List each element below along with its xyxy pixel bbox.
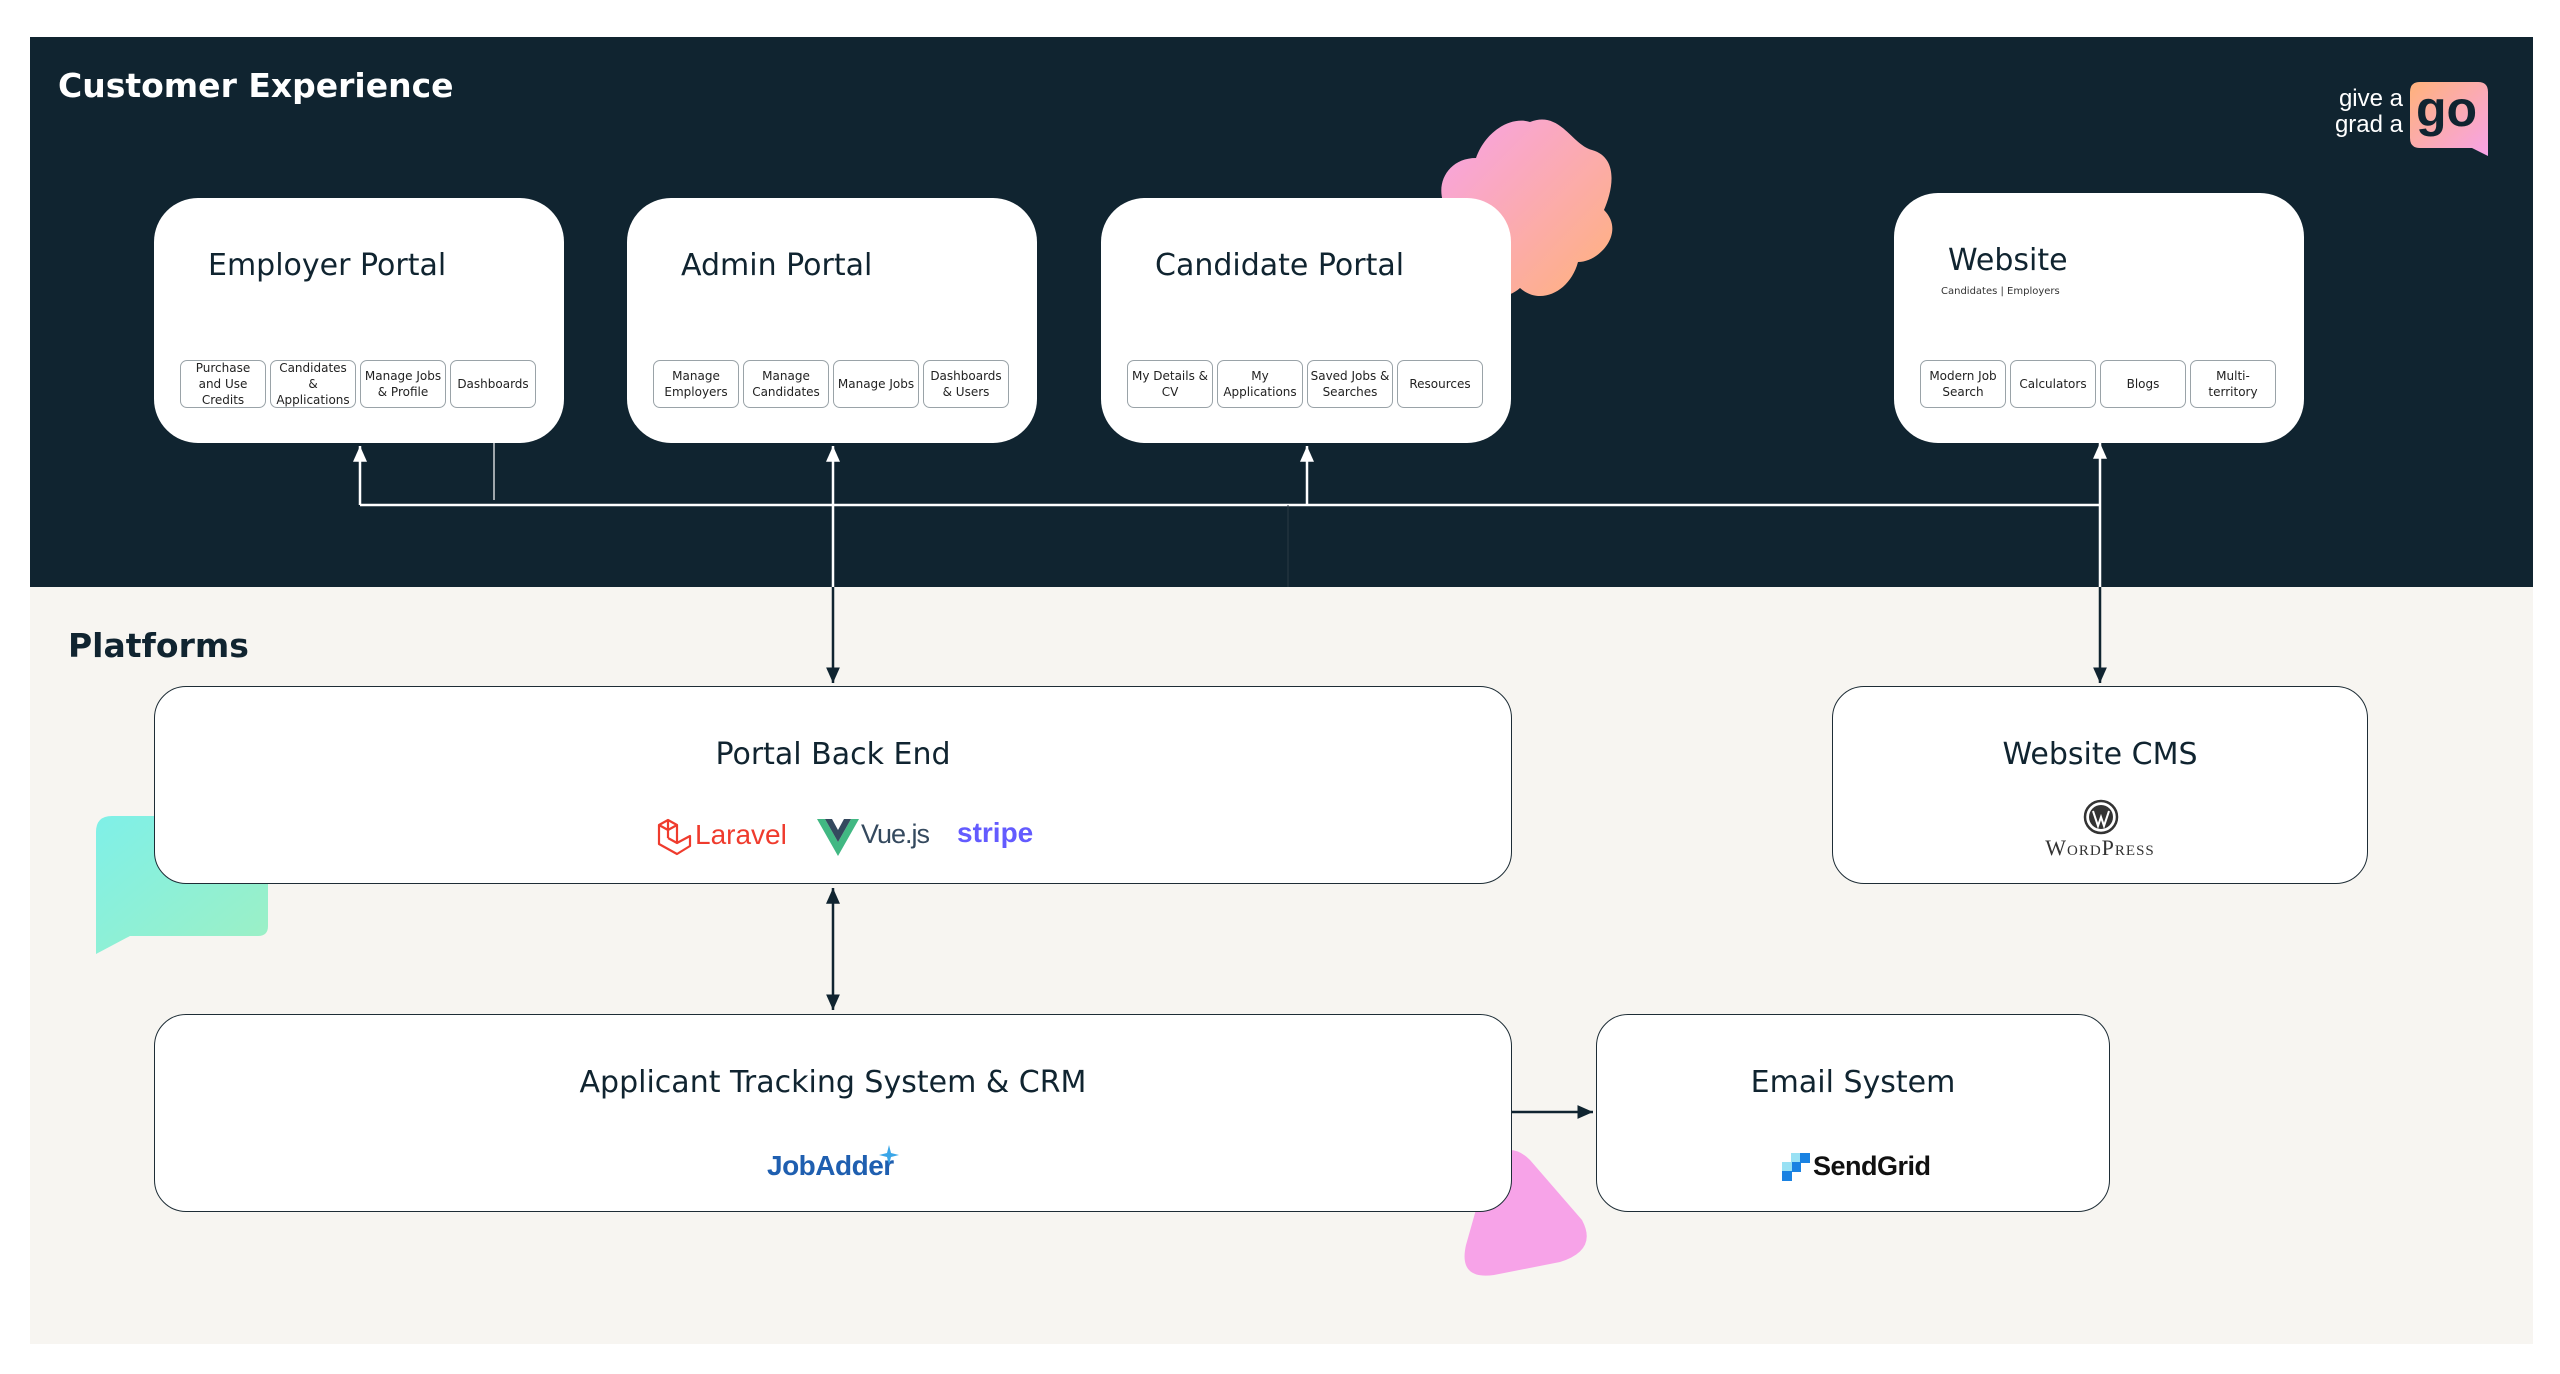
tab-modern-job-search[interactable]: Modern Job Search bbox=[1920, 360, 2006, 408]
employer-portal-card[interactable]: Employer Portal Purchase and Use Credits… bbox=[154, 198, 564, 443]
wordpress-logo-text: WordPress bbox=[2045, 835, 2155, 860]
tab-purchase-credits[interactable]: Purchase and Use Credits bbox=[180, 360, 266, 408]
wordpress-icon bbox=[2083, 799, 2119, 835]
platform-title: Portal Back End bbox=[715, 737, 951, 772]
portal-title: Employer Portal bbox=[208, 248, 447, 283]
email-system-box: Email System SendGrid bbox=[1596, 1014, 2110, 1212]
tab-calculators[interactable]: Calculators bbox=[2010, 360, 2096, 408]
vue-logo-text: Vue.js bbox=[861, 819, 930, 849]
portal-back-end-box: Portal Back End Laravel Vue.js stripe bbox=[154, 686, 1512, 884]
website-card[interactable]: Website Candidates | Employers Modern Jo… bbox=[1894, 193, 2304, 443]
tab-my-applications[interactable]: My Applications bbox=[1217, 360, 1303, 408]
platform-title: Applicant Tracking System & CRM bbox=[579, 1065, 1087, 1100]
tab-dashboards-users[interactable]: Dashboards & Users bbox=[923, 360, 1009, 408]
platform-title: Email System bbox=[1750, 1065, 1956, 1100]
portal-title: Website bbox=[1948, 243, 2068, 278]
tab-manage-jobs-profile[interactable]: Manage Jobs & Profile bbox=[360, 360, 446, 408]
sendgrid-icon bbox=[1782, 1153, 1810, 1181]
portal-title: Admin Portal bbox=[681, 248, 873, 283]
tab-multi-territory[interactable]: Multi-territory bbox=[2190, 360, 2276, 408]
portal-subtitle: Candidates | Employers bbox=[1941, 286, 2060, 297]
ats-crm-box: Applicant Tracking System & CRM JobAdder bbox=[154, 1014, 1512, 1212]
platform-title: Website CMS bbox=[2002, 737, 2198, 772]
tab-manage-jobs[interactable]: Manage Jobs bbox=[833, 360, 919, 408]
brand-line-2: grad a bbox=[2334, 111, 2403, 138]
tab-blogs[interactable]: Blogs bbox=[2100, 360, 2186, 408]
tab-manage-candidates[interactable]: Manage Candidates bbox=[743, 360, 829, 408]
tab-saved-jobs-searches[interactable]: Saved Jobs & Searches bbox=[1307, 360, 1393, 408]
sendgrid-logo-text: SendGrid bbox=[1813, 1151, 1931, 1181]
vue-icon bbox=[817, 819, 859, 856]
laravel-icon bbox=[657, 818, 692, 856]
speech-badge-icon bbox=[2410, 82, 2488, 156]
tab-candidates-applications[interactable]: Candidates & Applications bbox=[270, 360, 356, 408]
tab-my-details-cv[interactable]: My Details & CV bbox=[1127, 360, 1213, 408]
website-cms-box: Website CMS WordPress bbox=[1832, 686, 2368, 884]
candidate-portal-card[interactable]: Candidate Portal My Details & CV My Appl… bbox=[1101, 198, 1511, 443]
portal-title: Candidate Portal bbox=[1155, 248, 1405, 283]
customer-experience-heading: Customer Experience bbox=[58, 66, 454, 105]
jobadder-logo-text: JobAdder bbox=[767, 1150, 894, 1181]
tab-resources[interactable]: Resources bbox=[1397, 360, 1483, 408]
brand-line-1: give a bbox=[2338, 85, 2403, 112]
tab-dashboards[interactable]: Dashboards bbox=[450, 360, 536, 408]
brand-badge-text: go bbox=[2416, 81, 2478, 137]
laravel-logo-text: Laravel bbox=[695, 819, 787, 850]
tab-manage-employers[interactable]: Manage Employers bbox=[653, 360, 739, 408]
stripe-logo-text: stripe bbox=[957, 817, 1034, 848]
sparkle-icon bbox=[879, 1145, 899, 1165]
admin-portal-card[interactable]: Admin Portal Manage Employers Manage Can… bbox=[627, 198, 1037, 443]
platforms-heading: Platforms bbox=[68, 626, 249, 665]
give-a-grad-a-go-logo: give a grad a go bbox=[2310, 81, 2495, 160]
